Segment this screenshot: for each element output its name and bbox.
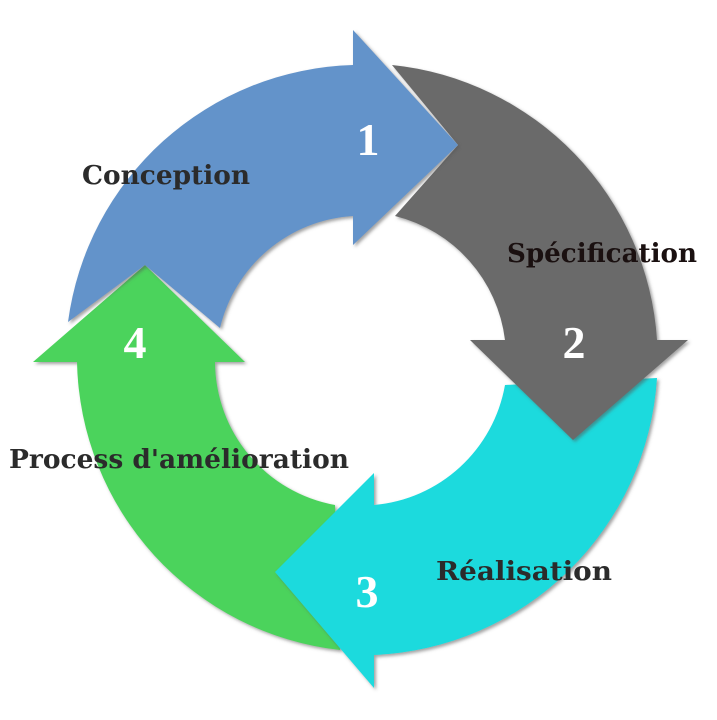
cycle-arrow-1 bbox=[68, 30, 458, 328]
step-label-2: Spécification bbox=[507, 239, 697, 269]
cycle-arrow-3 bbox=[275, 378, 657, 688]
cycle-arrow-4 bbox=[33, 265, 340, 650]
step-label-4: Process d'amélioration bbox=[9, 445, 349, 475]
step-number-1: 1 bbox=[357, 114, 380, 165]
step-number-3: 3 bbox=[356, 566, 379, 617]
step-label-1: Conception bbox=[82, 161, 250, 191]
step-label-3: Réalisation bbox=[436, 557, 612, 587]
step-number-2: 2 bbox=[563, 317, 586, 368]
cycle-arrow-2 bbox=[392, 65, 688, 440]
step-number-4: 4 bbox=[124, 317, 147, 368]
